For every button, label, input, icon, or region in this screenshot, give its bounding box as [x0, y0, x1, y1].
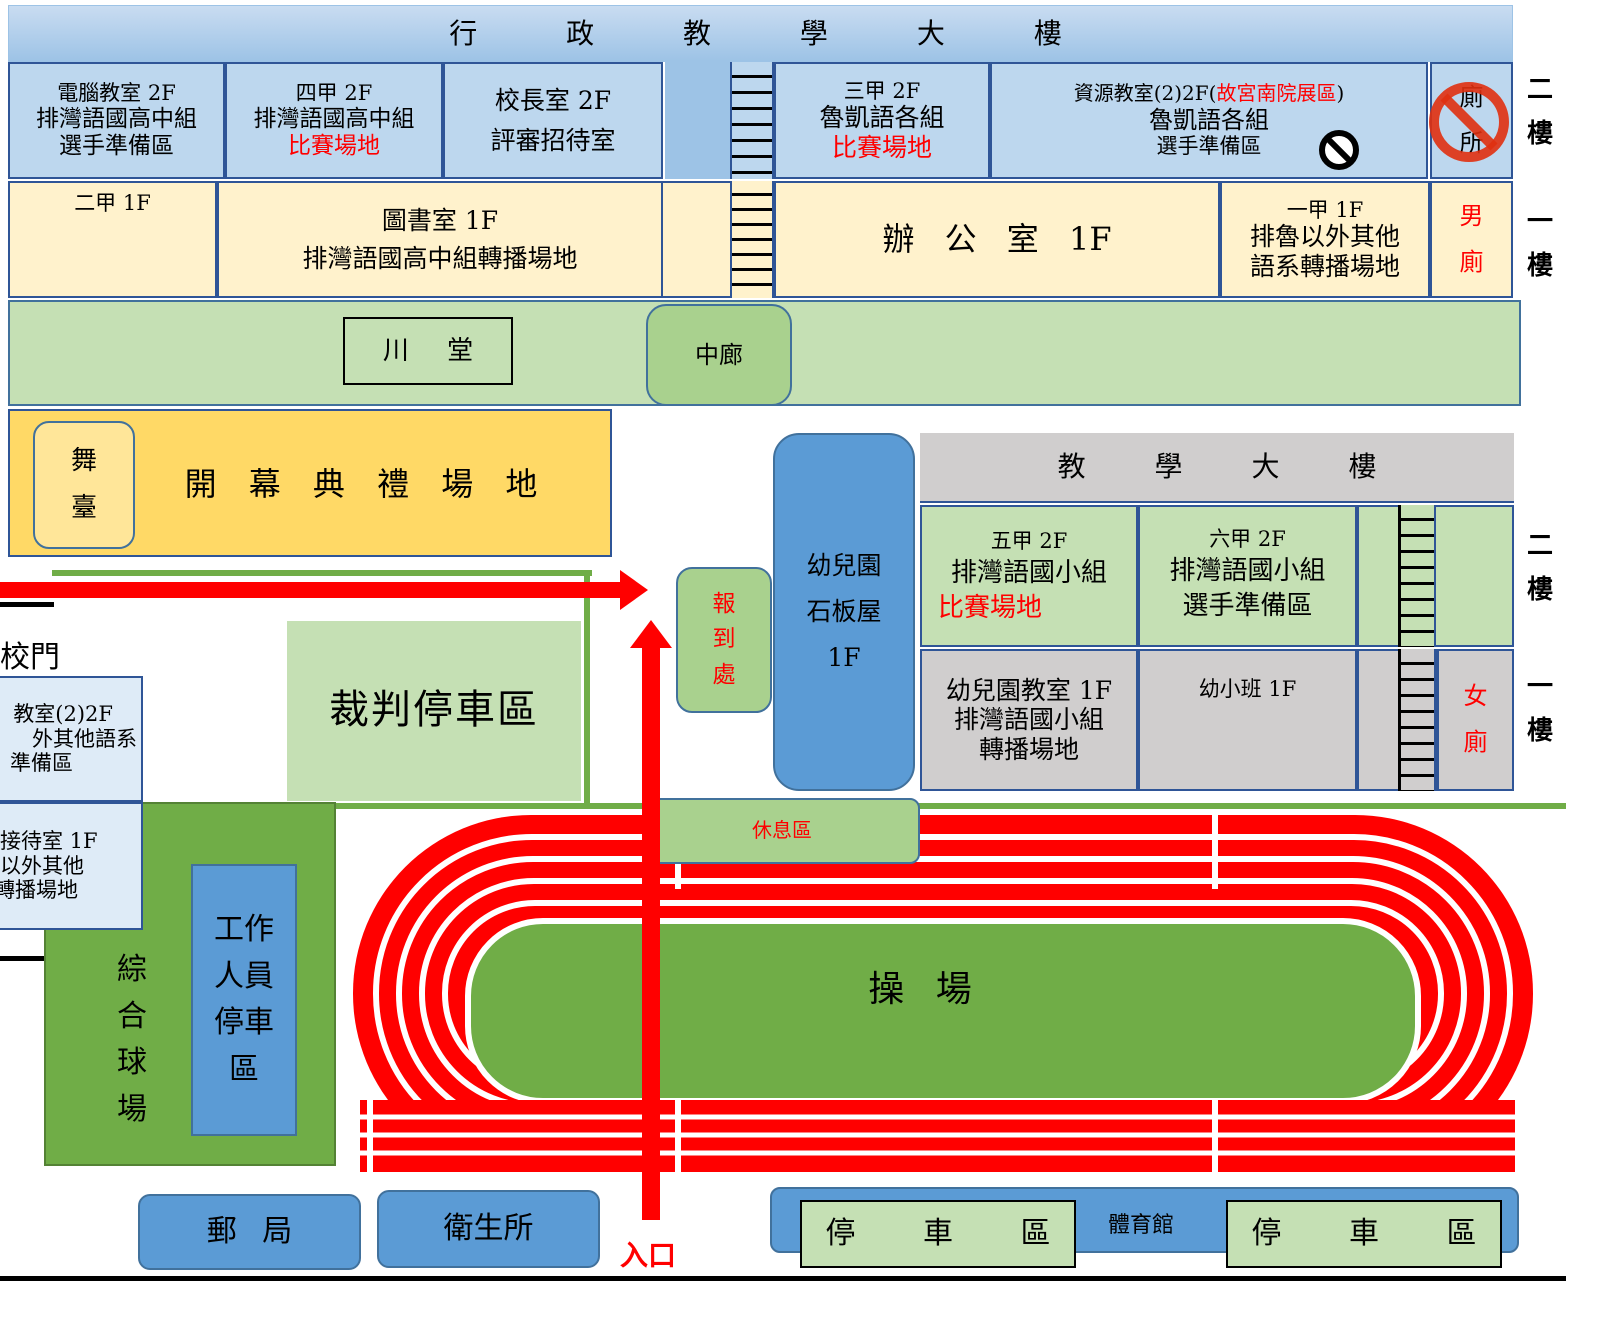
kindergarten-classroom: 幼兒園教室 1F 排灣語國小組 轉播場地: [920, 649, 1138, 791]
floor-label-1f: 一樓: [1526, 207, 1553, 282]
playground-label: 操 場: [868, 968, 972, 1010]
resource-room: 資源教室(2)2F(故宮南院展區) 魯凱語各組 選手準備區: [990, 62, 1428, 179]
kindergarten-slate-house: 幼兒園 石板屋 1F: [773, 433, 915, 791]
gymnasium-label: 體育館: [1108, 1213, 1175, 1238]
route-arrow-vertical: [630, 620, 672, 1220]
stairs-icon: [1398, 649, 1436, 791]
prohibited-icon: [1427, 80, 1511, 168]
classroom-6a: 六甲 2F 排灣語國小組 選手準備區: [1138, 505, 1357, 647]
classroom-5a: 五甲 2F 排灣語國小組 比賽場地: [920, 505, 1138, 647]
admin-building-title: 行 政 教 學 大 樓: [449, 16, 1072, 50]
floor-label-2f: 二樓: [1526, 531, 1553, 606]
sports-court-label: 綜合球場: [117, 952, 147, 1127]
registration-desk: 報到處: [676, 567, 772, 713]
lawn-border: [52, 570, 592, 576]
office: 辦 公 室 1F: [774, 181, 1220, 298]
floor-label-2f: 二樓: [1526, 75, 1553, 150]
entrance-label: 入口: [620, 1239, 677, 1272]
staff-parking: 工作人員停車區: [191, 864, 297, 1136]
classroom-4a: 四甲 2F 排灣語國高中組 比賽場地: [225, 62, 443, 179]
computer-room: 電腦教室 2F 排灣語國高中組 選手準備區: [8, 62, 225, 179]
stairs-icon: [1398, 505, 1436, 647]
rest-area: 休息區: [644, 798, 920, 864]
classroom-1a: 一甲 1F 排魯以外其他 語系轉播場地: [1220, 181, 1430, 298]
stairwell-gap-2f: [665, 62, 730, 179]
route-arrow-horizontal: [0, 570, 648, 610]
health-center: 衛生所: [377, 1190, 600, 1268]
stairs-icon: [730, 181, 774, 298]
post-office: 郵 局: [138, 1194, 361, 1270]
teaching-building-header: 教 學 大 樓: [920, 433, 1514, 503]
school-gate-label: 校門: [0, 640, 60, 675]
library: 圖書室 1F 排灣語國高中組轉播場地: [217, 181, 663, 298]
womens-toilet: 女廁: [1437, 649, 1514, 791]
opening-ceremony-label: 開 幕 典 禮 場 地: [184, 465, 546, 504]
left-room-upper: 教室(2)2F 外其他語系 準備區: [0, 676, 143, 802]
gate-wall-lower: [0, 956, 54, 961]
chuan-hall: 川 堂: [343, 317, 513, 385]
stairwell-gap-1f: [663, 181, 730, 298]
road-line: [0, 1276, 1566, 1281]
parking-area-1: 停 車 區: [800, 1200, 1076, 1268]
small-class: 幼小班 1F: [1138, 649, 1357, 791]
mens-toilet: 男廁: [1430, 181, 1513, 298]
admin-building-header: 行 政 教 學 大 樓: [8, 5, 1513, 62]
lawn-border: [584, 570, 590, 803]
classroom-2a: 二甲 1F: [8, 181, 217, 298]
left-room-lower: 接待室 1F 以外其他 轉播場地: [0, 802, 143, 930]
gate-wall-upper: [0, 602, 54, 607]
stairs-icon: [730, 62, 774, 179]
stage: 舞臺: [33, 421, 135, 549]
classroom-3a: 三甲 2F 魯凱語各組 比賽場地: [774, 62, 990, 179]
middle-corridor: 中廊: [646, 304, 792, 406]
floor-label-1f: 一樓: [1526, 672, 1553, 747]
principal-office: 校長室 2F 評審招待室: [443, 62, 663, 179]
no-entry-icon: [1317, 128, 1361, 176]
parking-area-2: 停 車 區: [1226, 1200, 1502, 1268]
judge-parking: 裁判停車區: [287, 621, 581, 801]
